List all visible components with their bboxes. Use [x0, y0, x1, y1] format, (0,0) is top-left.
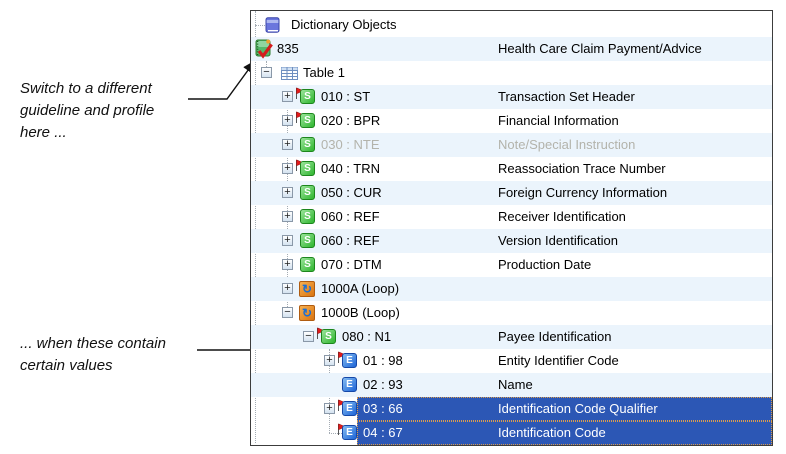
tree-row-element-01[interactable]: 01 : 98 Entity Identifier Code — [251, 349, 772, 373]
expand-toggle[interactable] — [282, 235, 293, 246]
expand-toggle[interactable] — [282, 259, 293, 270]
node-label: 080 : N1 — [342, 329, 392, 344]
tree-row-table1[interactable]: Table 1 — [251, 61, 772, 85]
element-icon — [342, 425, 357, 440]
tree-rows: Dictionary Objects 835 Health Care Claim… — [251, 11, 772, 445]
tree-row-segment-cur[interactable]: 050 : CUR Foreign Currency Information — [251, 181, 772, 205]
note-contain-values: ... when these contain certain values — [20, 335, 166, 374]
node-label: 1000B (Loop) — [321, 305, 400, 320]
expand-toggle[interactable] — [282, 211, 293, 222]
tree-row-element-02[interactable]: 02 : 93 Name — [251, 373, 772, 397]
node-label: 835 — [277, 41, 299, 56]
tree-row-segment-trn[interactable]: 040 : TRN Reassociation Trace Number — [251, 157, 772, 181]
tree-row-segment-nte[interactable]: 030 : NTE Note/Special Instruction — [251, 133, 772, 157]
node-description: Reassociation Trace Number — [498, 161, 666, 176]
segment-icon — [300, 233, 315, 248]
expand-toggle[interactable] — [282, 283, 293, 294]
segment-icon — [300, 161, 315, 176]
guideline-book-icon — [253, 39, 273, 63]
element-icon — [342, 353, 357, 368]
segment-icon — [300, 185, 315, 200]
node-description: Transaction Set Header — [498, 89, 635, 104]
expand-toggle[interactable] — [282, 115, 293, 126]
loop-icon — [299, 281, 315, 297]
collapse-toggle[interactable] — [282, 307, 293, 318]
segment-icon — [300, 209, 315, 224]
tree-row-loop-1000b[interactable]: 1000B (Loop) — [251, 301, 772, 325]
node-description: Health Care Claim Payment/Advice — [498, 41, 702, 56]
tree-row-segment-bpr[interactable]: 020 : BPR Financial Information — [251, 109, 772, 133]
node-label: 060 : REF — [321, 209, 380, 224]
node-description: Production Date — [498, 257, 592, 272]
tree-row-segment-ref-receiver[interactable]: 060 : REF Receiver Identification — [251, 205, 772, 229]
segment-icon — [300, 137, 315, 152]
segment-icon — [300, 113, 315, 128]
node-label: 01 : 98 — [363, 353, 403, 368]
node-label: 04 : 67 — [363, 425, 403, 440]
node-description: Receiver Identification — [498, 209, 626, 224]
node-description: Foreign Currency Information — [498, 185, 668, 200]
tree-row-segment-dtm[interactable]: 070 : DTM Production Date — [251, 253, 772, 277]
node-label: 010 : ST — [321, 89, 371, 104]
expand-toggle[interactable] — [324, 355, 335, 366]
node-description: Name — [498, 377, 533, 392]
tree-row-segment-st[interactable]: 010 : ST Transaction Set Header — [251, 85, 772, 109]
node-label: 03 : 66 — [363, 401, 403, 416]
dictionary-tree-panel: Dictionary Objects 835 Health Care Claim… — [250, 10, 773, 446]
node-description: Financial Information — [498, 113, 619, 128]
tree-guide-root — [255, 11, 256, 443]
loop-icon — [299, 305, 315, 321]
element-icon — [342, 377, 357, 392]
node-label: 020 : BPR — [321, 113, 381, 128]
node-label: 070 : DTM — [321, 257, 382, 272]
dictionary-book-icon — [265, 17, 280, 36]
tree-row-segment-ref-version[interactable]: 060 : REF Version Identification — [251, 229, 772, 253]
node-description: Entity Identifier Code — [498, 353, 619, 368]
node-label: 030 : NTE — [321, 137, 380, 152]
node-description: Payee Identification — [498, 329, 612, 344]
tree-row-835-guideline[interactable]: 835 Health Care Claim Payment/Advice — [251, 37, 772, 61]
node-label: 040 : TRN — [321, 161, 381, 176]
node-label: 060 : REF — [321, 233, 380, 248]
collapse-toggle[interactable] — [303, 331, 314, 342]
segment-icon — [321, 329, 336, 344]
expand-toggle[interactable] — [324, 403, 335, 414]
node-label: Table 1 — [303, 65, 345, 80]
node-label: Dictionary Objects — [291, 17, 397, 32]
expand-toggle[interactable] — [282, 163, 293, 174]
tree-row-element-03-selected[interactable]: 03 : 66 Identification Code Qualifier — [251, 397, 772, 421]
segment-icon — [300, 89, 315, 104]
tree-guide-stub — [255, 25, 265, 26]
tree-row-dictionary-objects[interactable]: Dictionary Objects — [251, 13, 772, 37]
tree-guide-stub — [329, 433, 342, 434]
node-description: Version Identification — [498, 233, 618, 248]
node-description: Identification Code — [498, 425, 606, 440]
tree-row-element-04-selected[interactable]: 04 : 67 Identification Code — [251, 421, 772, 445]
node-label: 1000A (Loop) — [321, 281, 400, 296]
expand-toggle[interactable] — [282, 91, 293, 102]
note-switch-guideline: Switch to a different guideline and prof… — [20, 80, 155, 141]
node-label: 02 : 93 — [363, 377, 403, 392]
table-icon — [281, 67, 298, 83]
expand-toggle[interactable] — [282, 139, 293, 150]
element-icon — [342, 401, 357, 416]
node-description: Identification Code Qualifier — [498, 401, 658, 416]
node-description: Note/Special Instruction — [498, 137, 636, 152]
segment-icon — [300, 257, 315, 272]
tree-row-loop-1000a[interactable]: 1000A (Loop) — [251, 277, 772, 301]
collapse-toggle[interactable] — [261, 67, 272, 78]
node-label: 050 : CUR — [321, 185, 382, 200]
expand-toggle[interactable] — [282, 187, 293, 198]
tree-row-segment-n1[interactable]: 080 : N1 Payee Identification — [251, 325, 772, 349]
